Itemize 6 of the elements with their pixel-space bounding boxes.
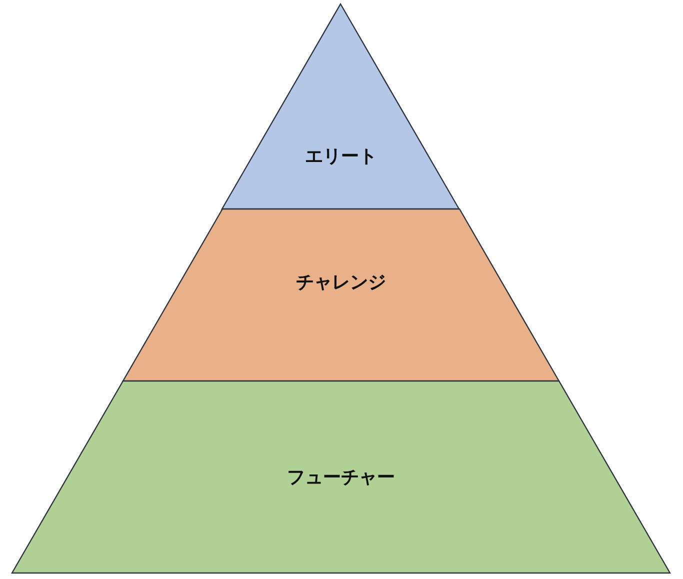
pyramid-tier	[123, 209, 559, 381]
pyramid-top-tier	[222, 4, 460, 209]
tier-label: エリート	[304, 146, 377, 168]
tier-label: チャレンジ	[296, 272, 386, 294]
tier-label: フューチャー	[287, 467, 395, 489]
pyramid-tier	[12, 381, 670, 573]
